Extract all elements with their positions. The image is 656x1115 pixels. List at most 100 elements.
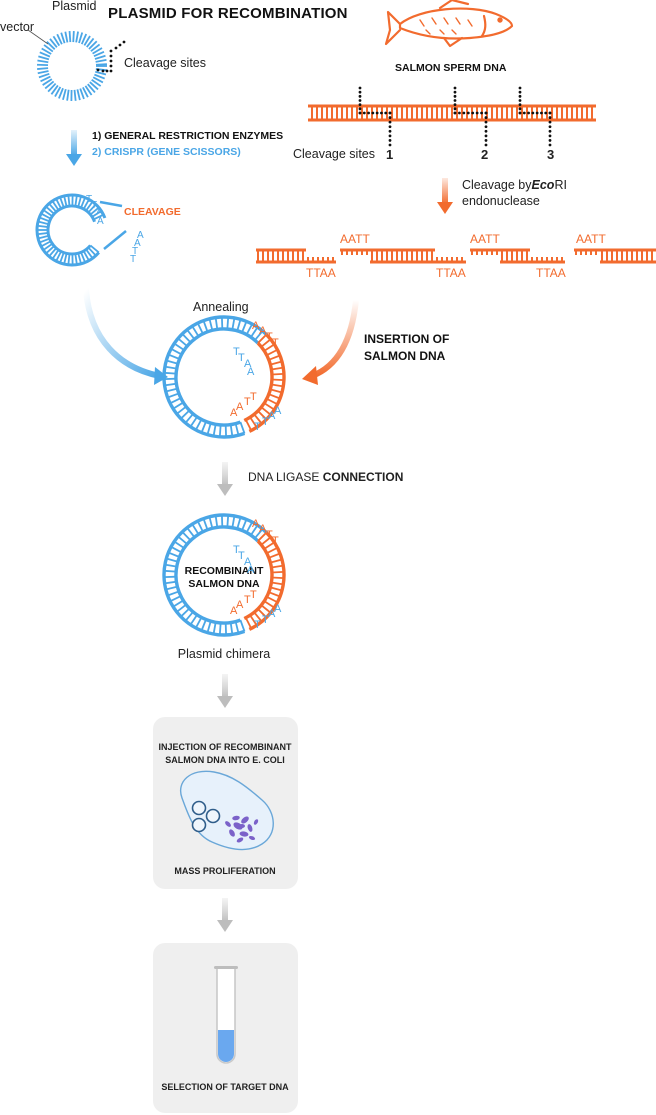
site-number-2: 2: [481, 147, 489, 162]
base-letter: A: [137, 230, 144, 241]
base-letter: A: [259, 325, 267, 337]
base-letter: A: [274, 603, 282, 615]
injection-line2: SALMON DNA INTO E. COLI: [165, 755, 285, 765]
step-enzymes: 1) GENERAL RESTRICTION ENZYMES: [92, 130, 284, 142]
arrow-step1-shaft: [71, 130, 77, 156]
ecori-prefix: Cleavage by: [462, 178, 532, 192]
base-letter: T: [132, 246, 139, 257]
base-letter: A: [252, 320, 260, 332]
step-crispr: 2) CRISPR (GENE SCISSORS): [92, 146, 241, 158]
sticky-ttaa: TTAA: [536, 266, 566, 280]
base-letter: T: [91, 200, 98, 211]
annealing-label: Annealing: [193, 300, 249, 314]
base-letter: A: [268, 410, 276, 422]
arrow-chimera-shaft: [222, 674, 228, 698]
base-letter: T: [254, 421, 261, 433]
base-letter: A: [274, 405, 282, 417]
base-letter: T: [272, 535, 279, 547]
annealing-plasmid: [162, 315, 286, 439]
salmon-sperm-dna-label: SALMON SPERM DNA: [395, 62, 507, 74]
salmon-dna-strand: [308, 104, 596, 122]
base-letter: T: [262, 614, 269, 626]
arrow-ligase-shaft: [222, 462, 228, 486]
injection-line1: INJECTION OF RECOMBINANT: [158, 742, 292, 752]
sticky-ttaa: TTAA: [306, 266, 336, 280]
base-letter: A: [96, 207, 103, 218]
arrow-ecori-shaft: [442, 178, 448, 204]
selection-label: SELECTION OF TARGET DNA: [161, 1082, 289, 1092]
site-number-3: 3: [547, 147, 555, 162]
base-letter: A: [244, 358, 252, 370]
vector-pointer: [27, 29, 49, 45]
base-letter: A: [230, 605, 238, 617]
page-title: PLASMID FOR RECOMBINATION: [108, 5, 348, 22]
ecoli-cell-icon: [179, 770, 274, 851]
base-letter: A: [268, 608, 276, 620]
base-letter: T: [130, 254, 137, 265]
ecori-enzyme: Eco: [531, 178, 555, 192]
ecori-suffix: RI: [554, 178, 567, 192]
arrow-ligase-head: [217, 484, 233, 496]
base-letter: A: [247, 366, 255, 378]
base-letter: T: [254, 619, 261, 631]
base-letter: T: [233, 346, 240, 358]
cut-plasmid: [35, 193, 127, 267]
base-letter: A: [230, 407, 238, 419]
base-letter: A: [247, 564, 255, 576]
base-letter: A: [252, 518, 260, 530]
plasmid-label: Plasmid: [52, 0, 97, 13]
base-letter: A: [236, 401, 244, 413]
base-letter: A: [236, 599, 244, 611]
salmon-icon: [384, 0, 514, 48]
base-letter: T: [238, 550, 245, 562]
sticky-aatt: AATT: [576, 232, 606, 246]
cleavage-sites-bottom-label: Cleavage sites: [293, 147, 375, 161]
base-letter: T: [233, 544, 240, 556]
recombinant-line1: RECOMBINANT: [184, 565, 264, 577]
base-letter: T: [244, 396, 251, 408]
base-letter: A: [244, 556, 252, 568]
base-letter: T: [262, 416, 269, 428]
plasmid-chimera-ring: [162, 513, 286, 637]
insertion-line2: SALMON DNA: [364, 349, 446, 363]
recombinant-line2: SALMON DNA: [188, 578, 260, 590]
base-letter: T: [266, 529, 273, 541]
arrow-selection-shaft: [222, 898, 228, 922]
arrow-ecori-head: [437, 202, 453, 214]
base-letter: A: [259, 523, 267, 535]
plasmid-chimera-label: Plasmid chimera: [177, 647, 271, 661]
sticky-aatt: AATT: [470, 232, 500, 246]
base-letter: T: [266, 331, 273, 343]
ligase-bold: CONNECTION: [322, 470, 404, 484]
arrow-step1-head: [66, 154, 82, 166]
arrow-blue-curve: [83, 287, 163, 379]
ligase-prefix: DNA LIGASE: [248, 470, 323, 484]
arrow-orange-curve: [309, 297, 359, 379]
base-letter: T: [250, 589, 257, 601]
arrow-blue-curve-head: [154, 367, 168, 385]
base-letter: T: [86, 194, 93, 205]
vector-label: vector: [0, 20, 35, 34]
arrow-orange-curve-head: [302, 366, 318, 385]
cleavage-label: CLEAVAGE: [124, 206, 181, 218]
dna-fragments: [256, 248, 656, 264]
test-tube-icon: [214, 966, 238, 1064]
ecori-line1: Cleavage byEcoRI: [462, 178, 567, 192]
plasmid-ring: [36, 31, 107, 102]
sticky-aatt: AATT: [340, 232, 370, 246]
base-letter: A: [97, 216, 104, 227]
base-letter: T: [272, 337, 279, 349]
arrow-selection-head: [217, 920, 233, 932]
ecori-line2: endonuclease: [462, 194, 540, 208]
base-letter: T: [244, 594, 251, 606]
mass-proliferation-label: MASS PROLIFERATION: [174, 866, 276, 876]
plasmid-cleavage-dots: [96, 40, 126, 73]
base-letter: T: [250, 391, 257, 403]
base-letter: A: [134, 238, 141, 249]
base-letter: T: [238, 352, 245, 364]
site-number-1: 1: [386, 147, 394, 162]
ligase-label: DNA LIGASE CONNECTION: [248, 470, 403, 484]
arrow-chimera-head: [217, 696, 233, 708]
